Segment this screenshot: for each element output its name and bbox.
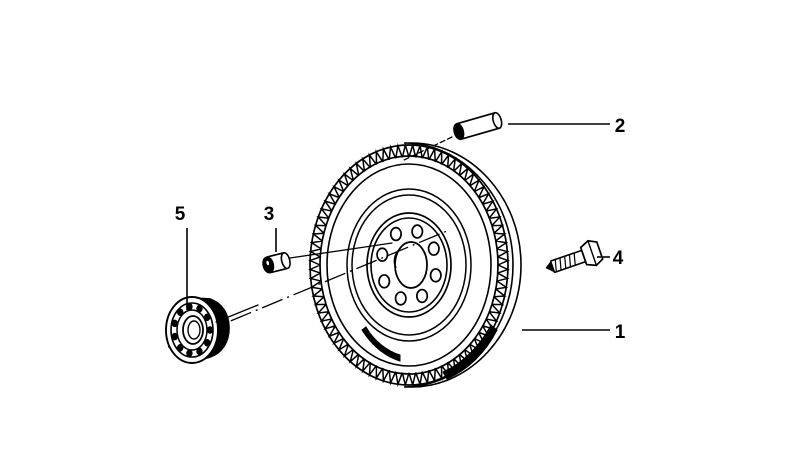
flywheel-face-rings — [326, 163, 492, 367]
callout-5-number: 5 — [175, 204, 186, 225]
callout-2[interactable]: 2 — [508, 116, 625, 137]
bearing-ball — [206, 326, 214, 334]
bearing-ball — [171, 319, 178, 328]
hub-bolt-hole — [378, 274, 391, 289]
flywheel-hub — [366, 212, 452, 318]
ring-gear-teeth — [308, 142, 510, 388]
callout-4-number: 4 — [613, 248, 624, 269]
hub-bolt-hole — [411, 224, 424, 239]
pilot-bushing[interactable] — [261, 242, 393, 274]
hex-flange-bolt[interactable] — [543, 238, 604, 281]
bearing-ball — [177, 343, 184, 352]
flywheel-rim-depth — [403, 142, 522, 388]
callout-1-number: 1 — [615, 322, 626, 343]
hub-bolt-hole — [376, 247, 389, 262]
hub-bolt-hole — [429, 268, 442, 283]
hub-bolt-hole — [394, 291, 407, 306]
callout-5[interactable]: 5 — [175, 204, 188, 310]
callout-4[interactable]: 4 — [597, 248, 624, 269]
hub-bolt-hole — [389, 226, 402, 242]
callout-2-number: 2 — [615, 116, 626, 137]
bearing-ball — [203, 313, 211, 322]
flywheel-assembly[interactable] — [308, 142, 522, 388]
dowel-pin[interactable] — [403, 111, 503, 161]
callout-3[interactable]: 3 — [264, 204, 277, 252]
bearing-ball — [177, 308, 184, 317]
callout-layer: 1 2 3 4 5 — [175, 116, 626, 343]
bearing-ball — [171, 332, 178, 341]
bearing-ball — [186, 349, 193, 358]
hub-bolt-holes — [376, 224, 442, 306]
callout-1[interactable]: 1 — [522, 322, 626, 343]
bearing-ball — [203, 338, 211, 347]
bearing-ball-elements — [171, 302, 214, 358]
hub-bolt-hole — [427, 241, 440, 256]
callout-3-number: 3 — [264, 204, 275, 225]
bearing-ball — [196, 304, 203, 313]
hub-bolt-hole — [416, 288, 429, 304]
bearing-ball — [196, 347, 203, 356]
pilot-ball-bearing[interactable] — [165, 296, 259, 364]
